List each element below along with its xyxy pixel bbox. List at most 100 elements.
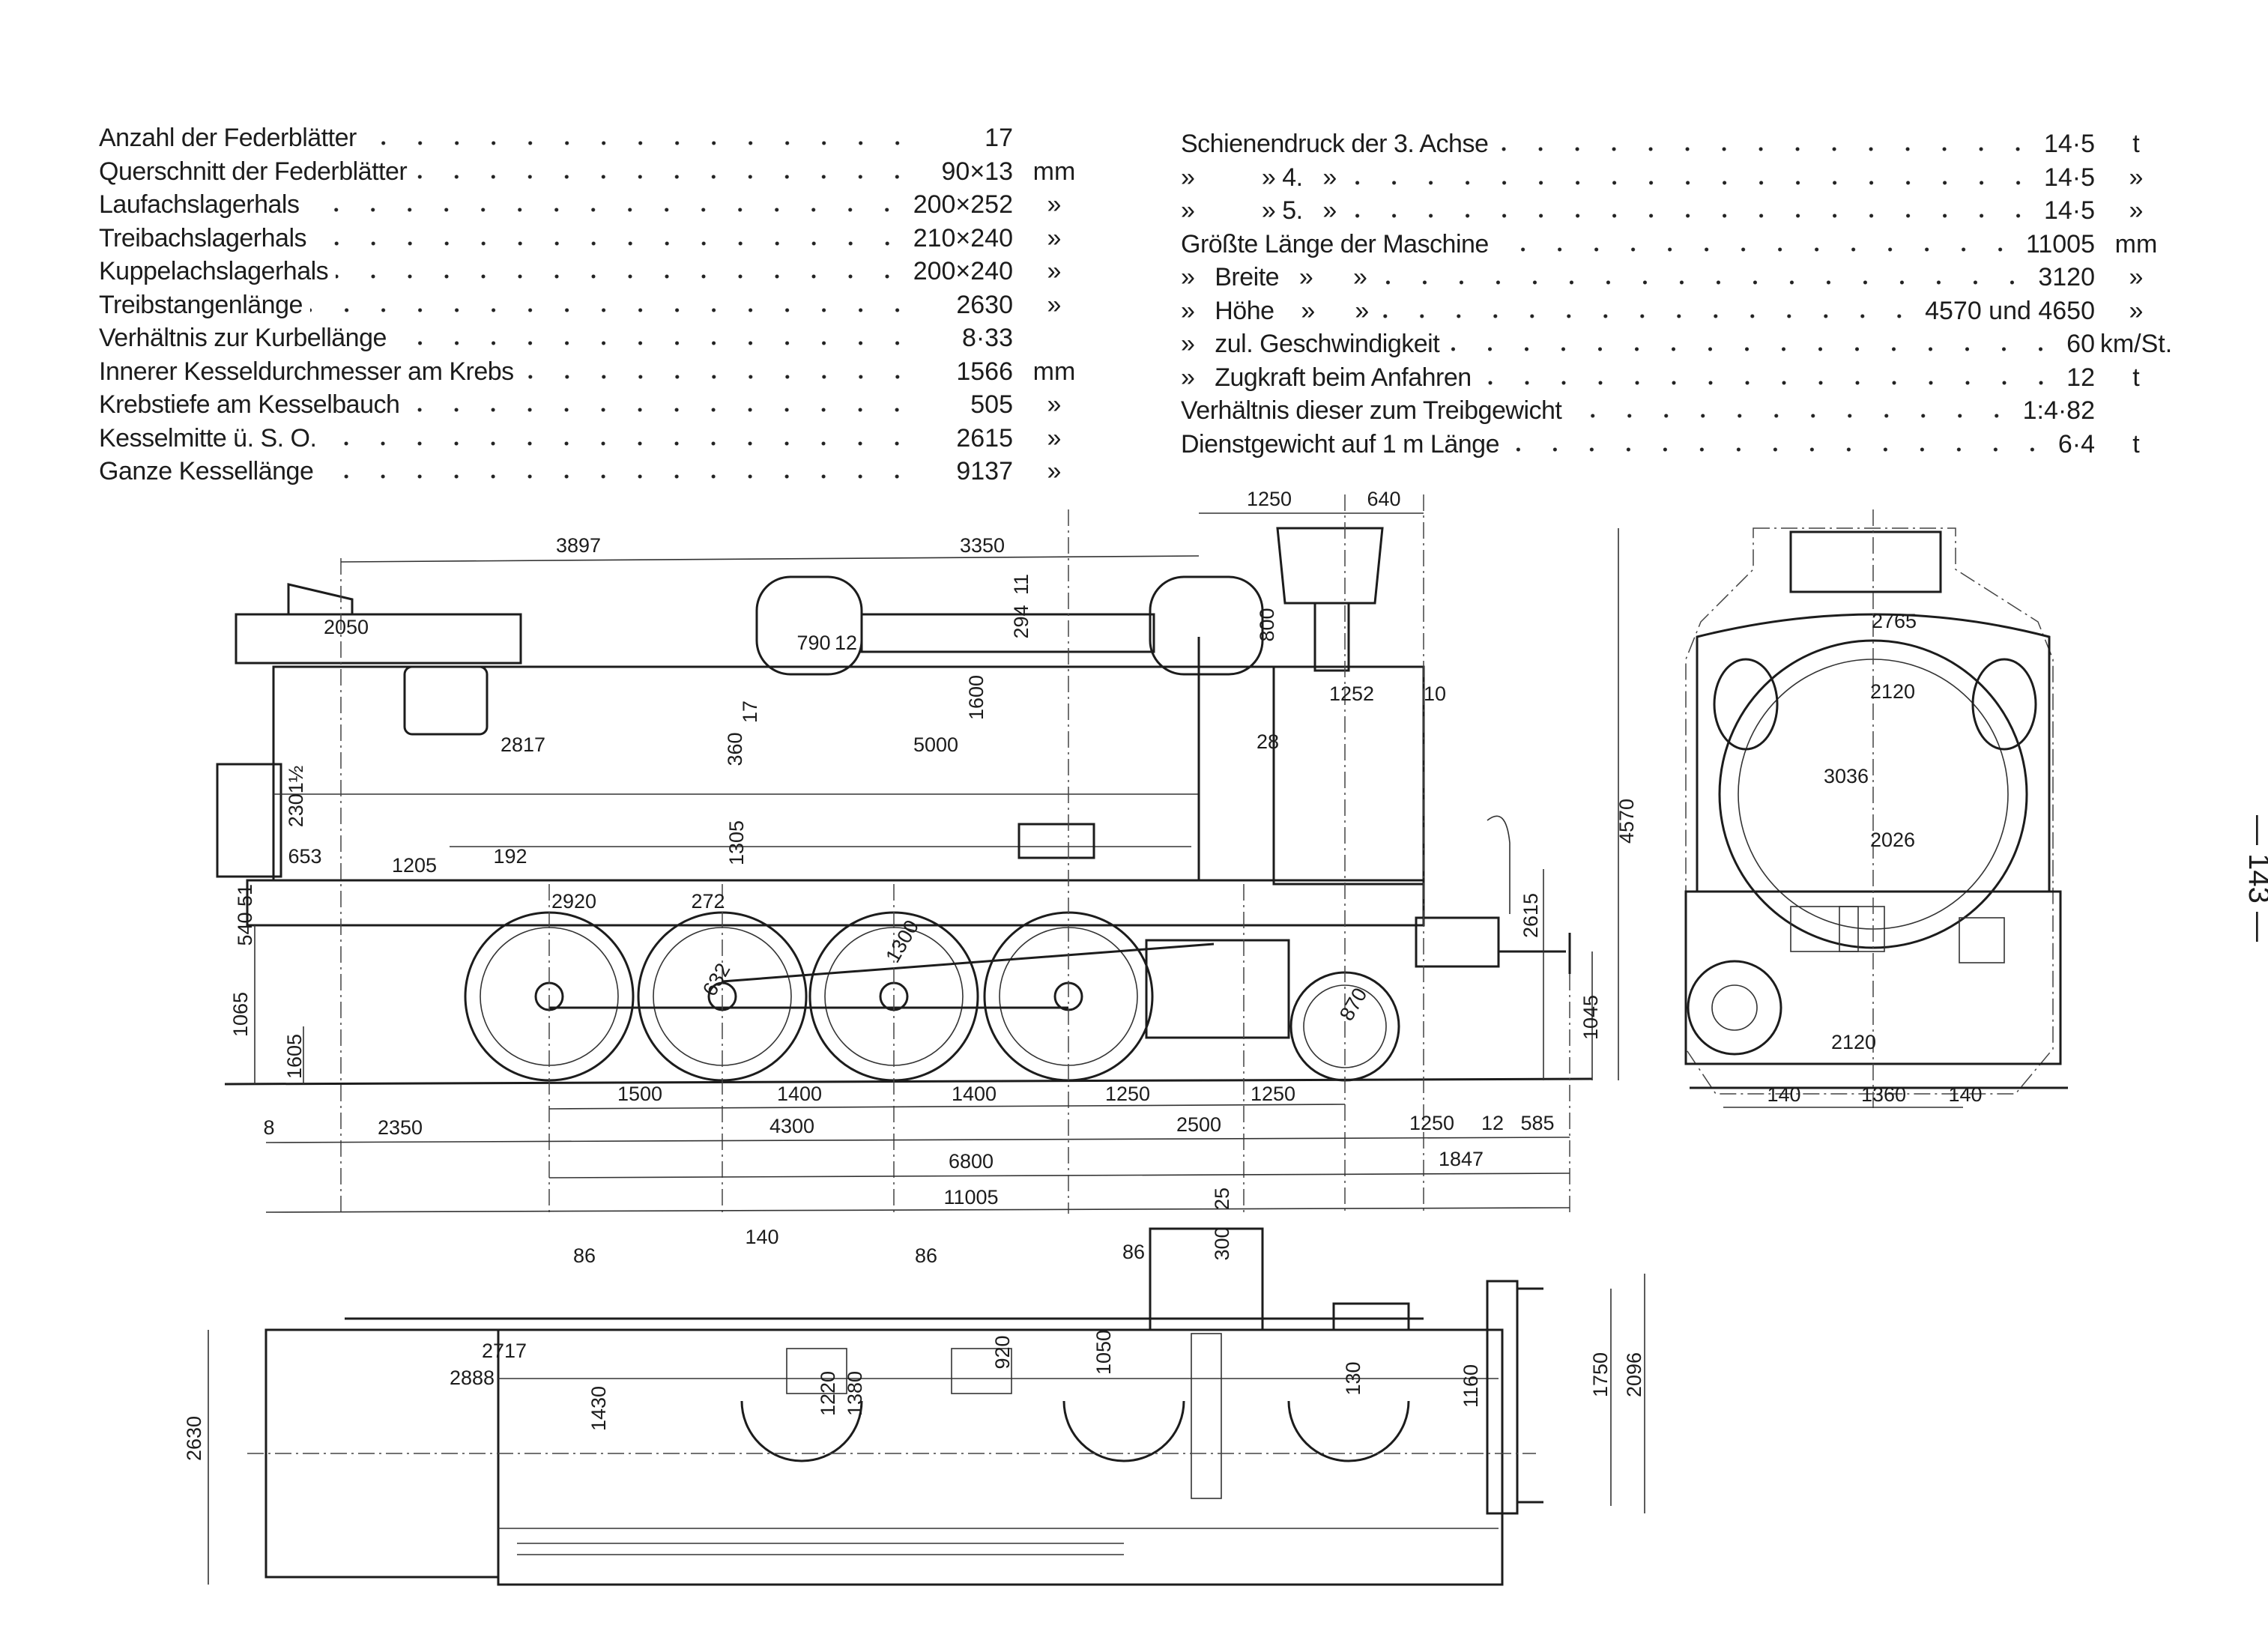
window-right <box>1971 658 2037 751</box>
dimension-label: 11005 <box>943 1186 998 1208</box>
frame-plan <box>497 1328 1504 1586</box>
dimension-label: 2050 <box>324 616 369 638</box>
dimension-label: 2817 <box>501 733 545 756</box>
dimension-label: 632 <box>698 959 735 999</box>
dimension-label: 1250 <box>1409 1112 1454 1134</box>
dimension-label: 790 <box>796 632 830 654</box>
front-buffer-beam <box>1415 916 1500 968</box>
spec-value: 11005 <box>2025 229 2095 258</box>
dot-leader <box>521 372 916 381</box>
buffer-front <box>1687 960 1782 1056</box>
dimension-label: 1400 <box>777 1083 822 1105</box>
dimension-label: 2120 <box>1831 1031 1876 1053</box>
dimension-label: 4300 <box>769 1115 814 1137</box>
dimension-label: 140 <box>1948 1083 1982 1106</box>
spec-label: Innerer Kesseldurchmesser am Krebs <box>99 357 514 386</box>
dimension-lines <box>254 494 1619 1214</box>
spec-unit: » <box>1047 423 1062 453</box>
dimension-label: 1220 <box>817 1371 839 1416</box>
dot-leader <box>1374 279 2031 287</box>
dot-leader <box>414 172 916 181</box>
boiler-tank-body <box>272 665 1425 882</box>
dimension-label: 2765 <box>1872 610 1917 632</box>
spec-unit: » <box>1047 290 1062 319</box>
dimension-label: 2026 <box>1870 829 1915 851</box>
dimension-label: 3350 <box>960 534 1005 557</box>
dimension-label: 17 <box>739 701 761 723</box>
dimension-label: 10 <box>1424 683 1446 705</box>
spec-label: Kesselmitte ü. S. O. <box>99 423 317 453</box>
spec-unit: t <box>2132 130 2140 158</box>
rail-line <box>224 1077 1593 1086</box>
dimension-label: 51 <box>234 884 256 907</box>
chimney <box>1789 530 1942 593</box>
spec-value: 1:4·82 <box>2022 396 2095 425</box>
dot-leader <box>309 306 916 314</box>
dot-leader <box>336 273 906 281</box>
dimension-label: 11 <box>1010 574 1032 595</box>
dimension-label: 1600 <box>965 675 988 720</box>
dot-leader <box>306 206 906 214</box>
dimension-label: 1065 <box>229 992 252 1037</box>
dot-leader <box>1569 412 2016 420</box>
spec-unit: t <box>2132 429 2140 459</box>
spec-label: » Zugkraft beim Anfahren <box>1181 363 1472 392</box>
dimension-label: 360 <box>724 732 746 766</box>
front-body <box>1696 613 2051 893</box>
spec-row: » » 4. »14·5» <box>1181 161 2177 195</box>
dimension-label: 640 <box>1367 488 1400 510</box>
spec-value: 12 <box>2066 363 2095 392</box>
dot-leader <box>393 339 916 348</box>
spec-label: Anzahl der Federblätter <box>99 124 357 152</box>
spec-label: Verhältnis dieser zum Treibgewicht <box>1181 396 1562 425</box>
dimension-label: 3897 <box>556 534 601 557</box>
dimension-label: 1605 <box>283 1034 306 1079</box>
loading-gauge <box>1685 527 2054 1095</box>
dimension-label: 1300 <box>881 916 923 966</box>
dimension-label: 140 <box>1767 1083 1800 1106</box>
spec-row: » Höhe » »4570 und 4650» <box>1181 294 2177 328</box>
dimension-label: 2630 <box>183 1416 205 1461</box>
dimension-label: 6800 <box>949 1150 994 1173</box>
spec-value: 60 <box>2066 330 2095 358</box>
dimension-label: 140 <box>745 1226 778 1248</box>
spec-value: 6·4 <box>2057 429 2095 459</box>
front-view <box>1684 509 2068 1109</box>
dimension-label: 12 <box>1481 1112 1504 1134</box>
dimension-label: 1430 <box>587 1386 610 1431</box>
dot-leader <box>1496 145 2036 154</box>
dimension-label: 86 <box>915 1244 937 1267</box>
chimney-top <box>1276 527 1384 605</box>
spec-unit: » <box>2129 196 2144 225</box>
spec-value: 505 <box>970 390 1013 419</box>
dimension-label: 8 <box>263 1116 274 1139</box>
dimension-label: 1305 <box>725 820 748 865</box>
spec-value: 2630 <box>956 290 1013 319</box>
dimension-label: 1360 <box>1861 1083 1906 1106</box>
dimension-label: 2350 <box>378 1116 423 1139</box>
spec-label: » Breite » » <box>1181 263 1367 291</box>
dimension-label: 920 <box>991 1335 1014 1369</box>
dot-leader <box>407 406 916 414</box>
frame <box>246 879 1425 927</box>
dimension-label: 800 <box>1256 608 1278 641</box>
dimension-label: 1750 <box>1589 1352 1612 1397</box>
dot-leader <box>1343 212 2036 220</box>
dimension-label: 585 <box>1520 1112 1554 1134</box>
spec-label: » » 5. » <box>1181 196 1337 225</box>
spec-value: 9137 <box>956 457 1013 485</box>
spec-label: Krebstiefe am Kesselbauch <box>99 390 400 419</box>
dimension-label: 272 <box>691 890 725 913</box>
sand-dome <box>1149 575 1264 676</box>
dimension-label: 294 <box>1010 605 1032 638</box>
